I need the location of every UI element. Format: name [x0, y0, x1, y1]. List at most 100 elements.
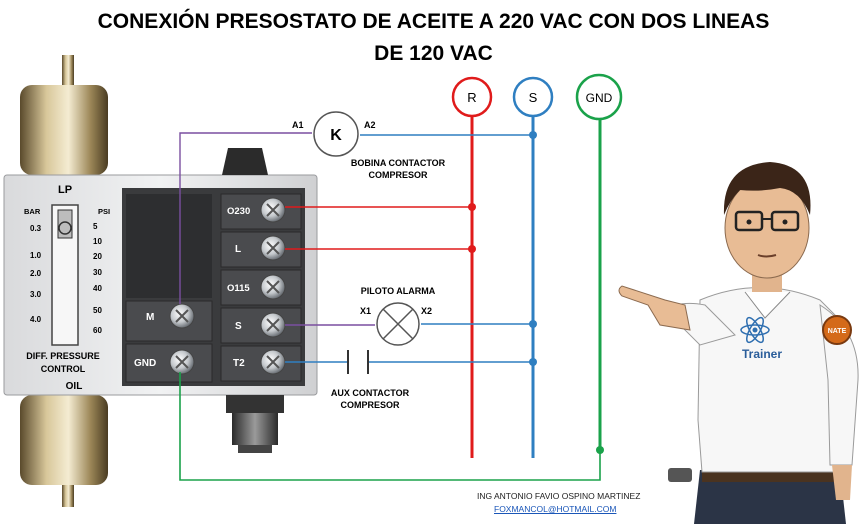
bottom-fitting — [62, 485, 74, 507]
aux-contact: AUX CONTACTOR COMPRESOR — [331, 350, 410, 410]
screw-gnd — [169, 349, 195, 375]
s-line-header — [512, 76, 554, 118]
terminal-gnd-tile — [125, 343, 213, 383]
scale-adjust-icon — [58, 221, 72, 235]
page-title-line2: DE 120 VAC — [374, 42, 493, 65]
coil-label-line1: BOBINA CONTACTOR — [351, 158, 446, 168]
line-headers: R S GND — [451, 73, 623, 121]
aux-label-line1: AUX CONTACTOR — [331, 388, 410, 398]
junction-l — [468, 245, 476, 253]
bar-scale-4: 4.0 — [30, 315, 42, 324]
top-fitting — [62, 55, 74, 85]
psi-scale-3: 30 — [93, 268, 102, 277]
coil-a2-label: A2 — [364, 120, 376, 130]
right-hand — [832, 465, 852, 500]
psi-scale-0: 5 — [93, 222, 98, 231]
bar-scale-2: 2.0 — [30, 269, 42, 278]
belt — [702, 470, 838, 482]
cable-gland-tip — [238, 445, 272, 453]
junction-x2 — [529, 320, 537, 328]
junction-a2 — [529, 131, 537, 139]
terminal-gnd-label: GND — [134, 358, 156, 369]
cable-gland — [232, 413, 278, 445]
psi-label: PSI — [98, 207, 110, 216]
r-line-header — [451, 76, 493, 118]
top-knob — [222, 148, 268, 175]
screw-m — [169, 303, 195, 329]
bottom-bellows — [20, 395, 108, 485]
bar-label: BAR — [24, 207, 41, 216]
junction-aux — [529, 358, 537, 366]
author-credit: ING ANTONIO FAVIO OSPINO MARTINEZ — [477, 491, 641, 501]
nate-badge — [822, 315, 852, 345]
pilot-x2-label: X2 — [421, 306, 432, 316]
technician-illustration: Trainer NATE — [618, 162, 859, 524]
r-line-label: R — [467, 90, 476, 105]
mouth — [757, 254, 777, 258]
coil-circle — [313, 111, 359, 157]
screw-o115 — [260, 274, 286, 300]
gnd-line-label: GND — [586, 91, 613, 105]
author-email-link[interactable]: FOXMANCOL@HOTMAIL.COM — [494, 504, 617, 514]
pilot-lamp: PILOTO ALARMA X1 X2 — [360, 286, 436, 346]
pointing-hand — [618, 285, 691, 331]
page-title-line1: CONEXIÓN PRESOSTATO DE ACEITE A 220 VAC … — [97, 10, 770, 33]
wires — [179, 117, 602, 481]
s-line-label: S — [529, 90, 538, 105]
right-eye — [782, 219, 788, 225]
cable-gland-nut — [226, 395, 284, 413]
wrist-watch — [668, 468, 692, 482]
screw-s — [260, 312, 286, 338]
bar-scale-3: 3.0 — [30, 290, 42, 299]
junction-o230 — [468, 203, 476, 211]
nate-badge-text: NATE — [828, 328, 847, 335]
terminals — [125, 193, 302, 383]
glasses-left-lens — [734, 210, 764, 232]
terminal-m-label: M — [146, 312, 154, 323]
atom-logo-icon — [740, 316, 770, 344]
glasses-right-lens — [770, 210, 800, 232]
screw-t2 — [260, 349, 286, 375]
pilot-lamp-cross-icon — [382, 308, 414, 340]
junction-gnd — [596, 446, 604, 454]
psi-scale-2: 20 — [93, 252, 102, 261]
lp-label: LP — [58, 184, 72, 196]
screw-l — [260, 235, 286, 261]
hair — [723, 162, 811, 215]
bar-scale-1: 1.0 — [30, 251, 42, 260]
terminal-o115-label: O115 — [227, 283, 250, 294]
junctions — [468, 131, 604, 454]
oil-label: OIL — [66, 381, 83, 392]
terminal-m-tile — [125, 300, 213, 342]
gnd-line-header — [575, 73, 623, 121]
terminal-o230-label: O230 — [227, 206, 250, 217]
coil-label-line2: COMPRESOR — [368, 170, 428, 180]
diff-pressure-label: DIFF. PRESSURE — [26, 351, 100, 361]
psi-scale-5: 50 — [93, 306, 102, 315]
coil-symbol: K — [330, 127, 342, 144]
shirt-text: Trainer — [742, 347, 782, 361]
aux-label-line2: COMPRESOR — [340, 400, 400, 410]
left-eye — [746, 219, 752, 225]
psi-scale-1: 10 — [93, 237, 102, 246]
collar — [744, 291, 791, 319]
wire-m-to-a1 — [179, 132, 312, 304]
pants — [694, 470, 846, 524]
wire-gnd-to-gnd — [179, 372, 601, 481]
coil-a1-label: A1 — [292, 120, 304, 130]
pilot-x1-label: X1 — [360, 306, 371, 316]
bar-scale-0: 0.3 — [30, 224, 42, 233]
scale-pointer — [57, 209, 73, 239]
terminal-l-label: L — [235, 244, 241, 255]
psi-scale-4: 40 — [93, 284, 102, 293]
terminal-blank-cover — [126, 194, 212, 298]
terminal-s-label: S — [235, 321, 242, 332]
screw-o230 — [260, 197, 286, 223]
control-label: CONTROL — [41, 364, 86, 374]
top-bellows — [20, 85, 108, 175]
pilot-label: PILOTO ALARMA — [361, 286, 436, 296]
terminal-t2-label: T2 — [233, 358, 245, 369]
psi-scale-6: 60 — [93, 326, 102, 335]
contactor-coil: K A1 A2 BOBINA CONTACTOR COMPRESOR — [292, 111, 446, 180]
